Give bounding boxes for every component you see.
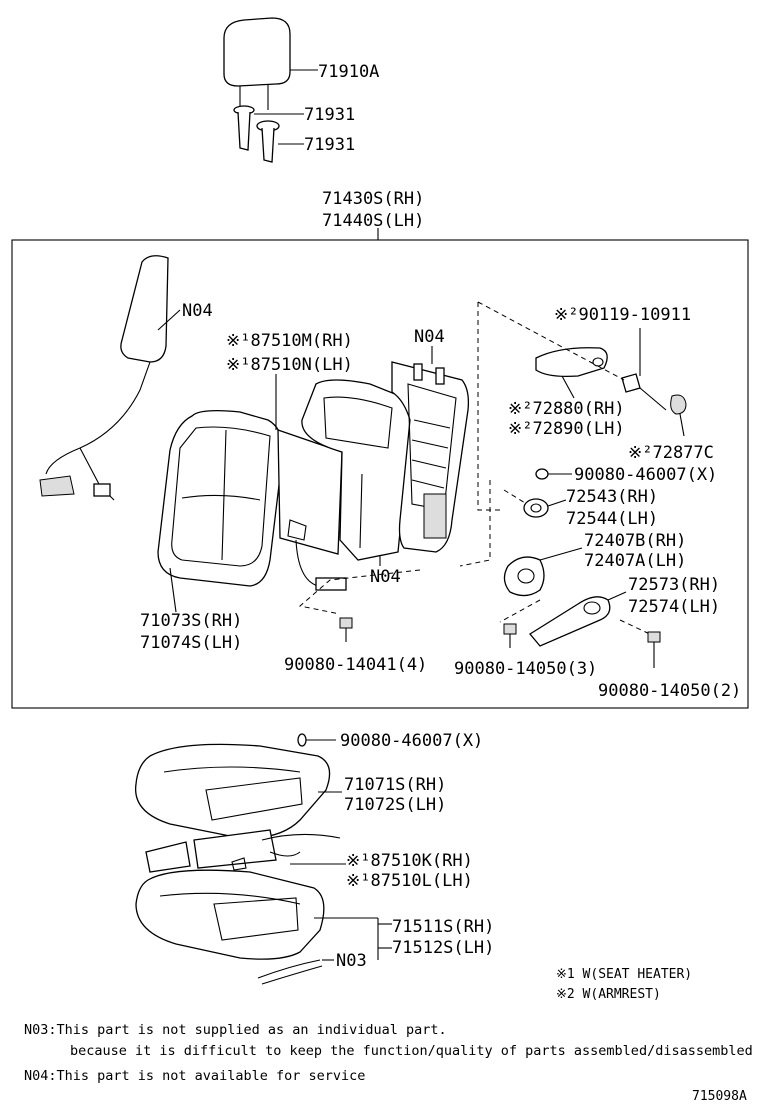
recliner-part	[503, 547, 583, 597]
diagram-id: 715098A	[692, 1089, 747, 1104]
label-n04-frame: N04	[414, 327, 445, 347]
label-n03: N03	[336, 951, 367, 971]
legend-note-1: ※1 W(SEAT HEATER)	[556, 967, 692, 982]
bolt-3-part	[503, 623, 517, 648]
label-heater-rh: ※¹87510M(RH)	[226, 331, 353, 351]
label-bolt-2: 90080-14050(2)	[598, 681, 741, 701]
seatback-heater-part	[275, 374, 347, 591]
knob-part	[523, 498, 567, 518]
headrest-part	[223, 17, 318, 112]
label-cushion-pad-lh: 71512S(LH)	[392, 938, 494, 958]
label-plug-upper: 90080-46007(X)	[574, 465, 717, 485]
label-n04-pad: N04	[370, 567, 401, 587]
label-screw-a: ※²90119-10911	[554, 305, 691, 325]
label-plug-lower: 90080-46007(X)	[340, 731, 483, 751]
label-cushion-cover-rh: 71071S(RH)	[344, 775, 446, 795]
cushion-wire-part	[257, 959, 334, 985]
label-back-assy-rh: 71430S(RH)	[322, 189, 424, 209]
cushion-heater-part	[145, 829, 346, 873]
footnote-n03-line1: N03:This part is not supplied as an indi…	[24, 1022, 447, 1038]
label-cushion-pad-rh: 71511S(RH)	[392, 917, 494, 937]
seatback-frame-part	[391, 346, 470, 553]
label-cushion-cover-lh: 71072S(LH)	[344, 795, 446, 815]
label-cover-back-rh: 71073S(RH)	[140, 611, 242, 631]
label-back-assy-lh: 71440S(LH)	[322, 211, 424, 231]
label-cover-c: ※²72877C	[628, 443, 714, 463]
seatback-pad-part	[301, 379, 412, 566]
label-guide-1: 71931	[304, 105, 355, 125]
label-heater-lh: ※¹87510N(LH)	[226, 355, 353, 375]
label-cushion-heater-rh: ※¹87510K(RH)	[346, 851, 473, 871]
label-cushion-heater-lh: ※¹87510L(LH)	[346, 871, 473, 891]
label-headrest: 71910A	[318, 62, 379, 82]
label-armrest-rh: ※²72880(RH)	[508, 399, 625, 419]
label-knob-lh: 72544(LH)	[566, 509, 658, 529]
label-guide-2: 71931	[304, 135, 355, 155]
armrest-cover-part	[535, 328, 687, 437]
cushion-pad-part	[135, 869, 379, 960]
label-bracket-lh: 72574(LH)	[628, 597, 720, 617]
seatback-cover-part	[157, 410, 284, 613]
label-recliner-rh: 72407B(RH)	[584, 531, 686, 551]
label-recliner-lh: 72407A(LH)	[584, 551, 686, 571]
label-armrest-lh: ※²72890(LH)	[508, 419, 625, 439]
seatback-group-frame	[11, 239, 749, 709]
footnote-n03-line2: because it is difficult to keep the func…	[70, 1043, 753, 1059]
bolt-4-part	[339, 617, 353, 642]
label-cover-back-lh: 71074S(LH)	[140, 633, 242, 653]
cushion-cover-part	[135, 743, 342, 839]
label-knob-rh: 72543(RH)	[566, 487, 658, 507]
legend-note-2: ※2 W(ARMREST)	[556, 987, 661, 1002]
label-n04-armrest: N04	[182, 301, 213, 321]
bracket-part	[529, 591, 627, 647]
footnote-n04-line: N04:This part is not available for servi…	[24, 1068, 365, 1084]
label-bolt-3: 90080-14050(3)	[454, 659, 597, 679]
plug-upper-part	[535, 468, 549, 480]
bolt-2-part	[647, 631, 661, 668]
headrest-guide-parts	[233, 105, 304, 163]
label-bracket-rh: 72573(RH)	[628, 575, 720, 595]
cushion-plug-part	[297, 733, 336, 747]
armrest-part	[39, 255, 181, 501]
label-bolt-4: 90080-14041(4)	[284, 655, 427, 675]
